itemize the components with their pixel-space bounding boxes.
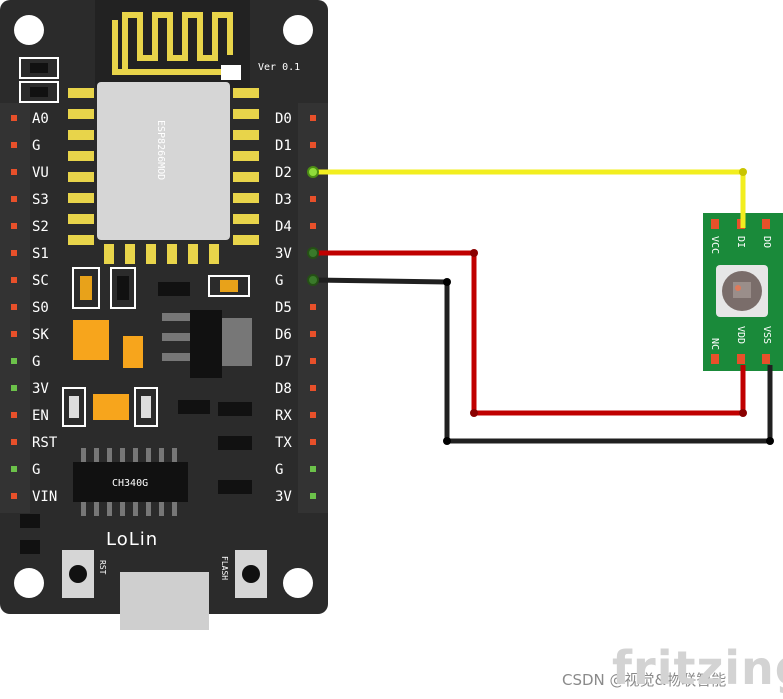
wires: [307, 166, 774, 445]
header-pin-icon[interactable]: [310, 439, 316, 445]
right-pin-label: D5: [275, 300, 292, 316]
header-pin-icon[interactable]: [11, 115, 17, 121]
right-pin-label: D1: [275, 138, 292, 154]
led-pin-label: VCC: [709, 236, 720, 254]
left-pin-label: G: [32, 354, 40, 370]
header-pin-icon[interactable]: [11, 196, 17, 202]
header-pin-icon[interactable]: [310, 412, 316, 418]
header-pin-icon[interactable]: [11, 412, 17, 418]
button-knob-icon: [69, 565, 87, 583]
left-pin-label: SC: [32, 273, 49, 289]
led-pin-label: DO: [761, 236, 772, 248]
header-pin-icon[interactable]: [11, 277, 17, 283]
header-pin-icon[interactable]: [11, 250, 17, 256]
header-pin-icon[interactable]: [310, 196, 316, 202]
wire-end-icon: [307, 166, 319, 178]
right-pin-label: 3V: [275, 489, 292, 505]
header-pin-icon[interactable]: [11, 439, 17, 445]
led-pin-label: DI: [735, 236, 746, 248]
button-knob-icon: [242, 565, 260, 583]
mount-hole-icon: [283, 15, 313, 45]
right-pin-label: RX: [275, 408, 292, 424]
usb-port[interactable]: [120, 572, 209, 630]
right-pin-label: TX: [275, 435, 292, 451]
led-module: VCC DI DO NC VDD VSS: [703, 213, 783, 371]
usb-chip-label: CH340G: [112, 478, 148, 489]
left-pin-label: EN: [32, 408, 49, 424]
left-pin-label: 3V: [32, 381, 49, 397]
brand-label: LoLin: [106, 529, 158, 550]
wifi-antenna-icon: [112, 12, 240, 75]
left-pin-label: S0: [32, 300, 49, 316]
power-wire[interactable]: [313, 250, 746, 416]
header-pin-icon[interactable]: [11, 385, 17, 391]
led-pin-label: VSS: [761, 326, 772, 344]
header-pin-icon[interactable]: [11, 466, 17, 472]
wire-end-icon: [307, 247, 319, 259]
header-pin-icon[interactable]: [11, 304, 17, 310]
right-pin-label: D0: [275, 111, 292, 127]
rst-label: RST: [98, 560, 107, 575]
right-pin-label: D3: [275, 192, 292, 208]
header-pin-icon[interactable]: [11, 358, 17, 364]
right-pin-label: D2: [275, 165, 292, 181]
header-pin-icon[interactable]: [11, 169, 17, 175]
right-pin-label: G: [275, 462, 283, 478]
header-pin-icon[interactable]: [310, 385, 316, 391]
left-pin-label: S3: [32, 192, 49, 208]
mount-hole-icon: [14, 15, 44, 45]
right-pin-label: D4: [275, 219, 292, 235]
left-pin-label: VU: [32, 165, 49, 181]
right-pin-label: D8: [275, 381, 292, 397]
left-pin-label: A0: [32, 111, 49, 127]
fritzing-logo: fritzing: [612, 641, 783, 695]
left-pin-label: S1: [32, 246, 49, 262]
header-pin-icon[interactable]: [11, 493, 17, 499]
header-pin-icon[interactable]: [310, 142, 316, 148]
header-pin-icon[interactable]: [310, 331, 316, 337]
left-pin-label: G: [32, 138, 40, 154]
data-wire[interactable]: [313, 169, 746, 228]
led-pin-label: VDD: [735, 326, 746, 344]
version-label: Ver 0.1: [258, 62, 300, 73]
left-pin-label: RST: [32, 435, 58, 451]
led-pin-label: NC: [709, 338, 720, 350]
header-pin-icon[interactable]: [310, 466, 316, 472]
left-pin-label: S2: [32, 219, 49, 235]
watermark: CSDN @视觉&物联智能: [562, 671, 727, 689]
header-pin-icon[interactable]: [11, 223, 17, 229]
esp8266-chip: [97, 82, 230, 240]
left-pin-label: G: [32, 462, 40, 478]
header-pin-icon[interactable]: [310, 223, 316, 229]
flash-label: FLASH: [220, 556, 229, 580]
right-pin-label: 3V: [275, 246, 292, 262]
header-pin-icon[interactable]: [11, 331, 17, 337]
right-pin-label: D6: [275, 327, 292, 343]
chip-label: ESP8266MOD: [155, 120, 166, 180]
right-pin-label: G: [275, 273, 283, 289]
left-pin-label: SK: [32, 327, 49, 343]
header-pin-icon[interactable]: [310, 493, 316, 499]
wire-end-icon: [307, 274, 319, 286]
header-pin-icon[interactable]: [310, 358, 316, 364]
right-pin-label: D7: [275, 354, 292, 370]
ch340g-chip: [73, 462, 188, 502]
gnd-wire[interactable]: [312, 277, 773, 444]
header-pin-icon[interactable]: [310, 304, 316, 310]
header-pin-icon[interactable]: [11, 142, 17, 148]
mount-hole-icon: [14, 568, 44, 598]
left-pin-label: VIN: [32, 489, 57, 505]
header-pin-icon[interactable]: [310, 115, 316, 121]
mount-hole-icon: [283, 568, 313, 598]
